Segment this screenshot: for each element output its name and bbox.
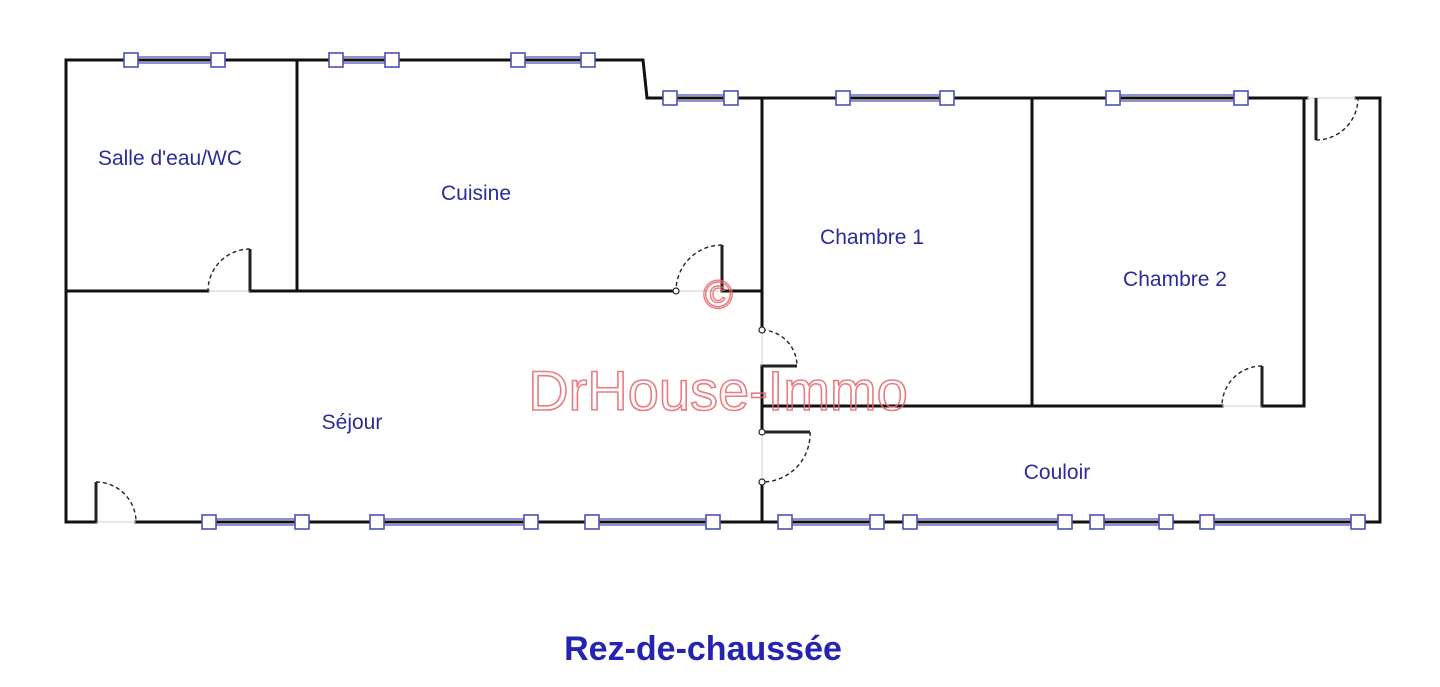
floor-title: Rez-de-chaussée (564, 630, 842, 668)
window (1199, 514, 1366, 530)
window (835, 90, 955, 106)
outer-wall-top-right (1354, 96, 1382, 524)
room-label-chambre1: Chambre 1 (820, 226, 924, 249)
window (777, 514, 885, 530)
window (328, 52, 400, 68)
window (1105, 90, 1249, 106)
window (902, 514, 1073, 530)
door-chambre1 (758, 326, 798, 368)
doors (94, 97, 1359, 523)
window (584, 514, 721, 530)
door-entree-sejour (94, 481, 137, 523)
room-label-sejour: Séjour (322, 411, 383, 434)
windows (123, 52, 1366, 530)
room-label-salle-eau: Salle d'eau/WC (98, 147, 242, 170)
room-label-chambre2: Chambre 2 (1123, 268, 1227, 291)
door-chambre2 (1221, 365, 1264, 407)
window (510, 52, 596, 68)
door-cuisine (672, 244, 724, 295)
window (662, 90, 739, 106)
window (123, 52, 226, 68)
door-sejour-couloir (758, 428, 811, 486)
window (369, 514, 539, 530)
watermark: © DrHouse-Immo (527, 272, 908, 423)
door-entree-couloir (1307, 97, 1359, 141)
outer-wall-top-left (64, 58, 1309, 100)
watermark-text: DrHouse-Immo (528, 359, 908, 422)
room-label-couloir: Couloir (1024, 461, 1091, 484)
door-salle-eau (207, 248, 252, 292)
window (201, 514, 310, 530)
room-label-cuisine: Cuisine (441, 182, 511, 205)
watermark-copyright: © (703, 273, 732, 317)
room-labels: Salle d'eau/WC Cuisine Chambre 1 Chambre… (98, 147, 1227, 484)
window (1089, 514, 1174, 530)
outer-wall-left (64, 58, 98, 524)
